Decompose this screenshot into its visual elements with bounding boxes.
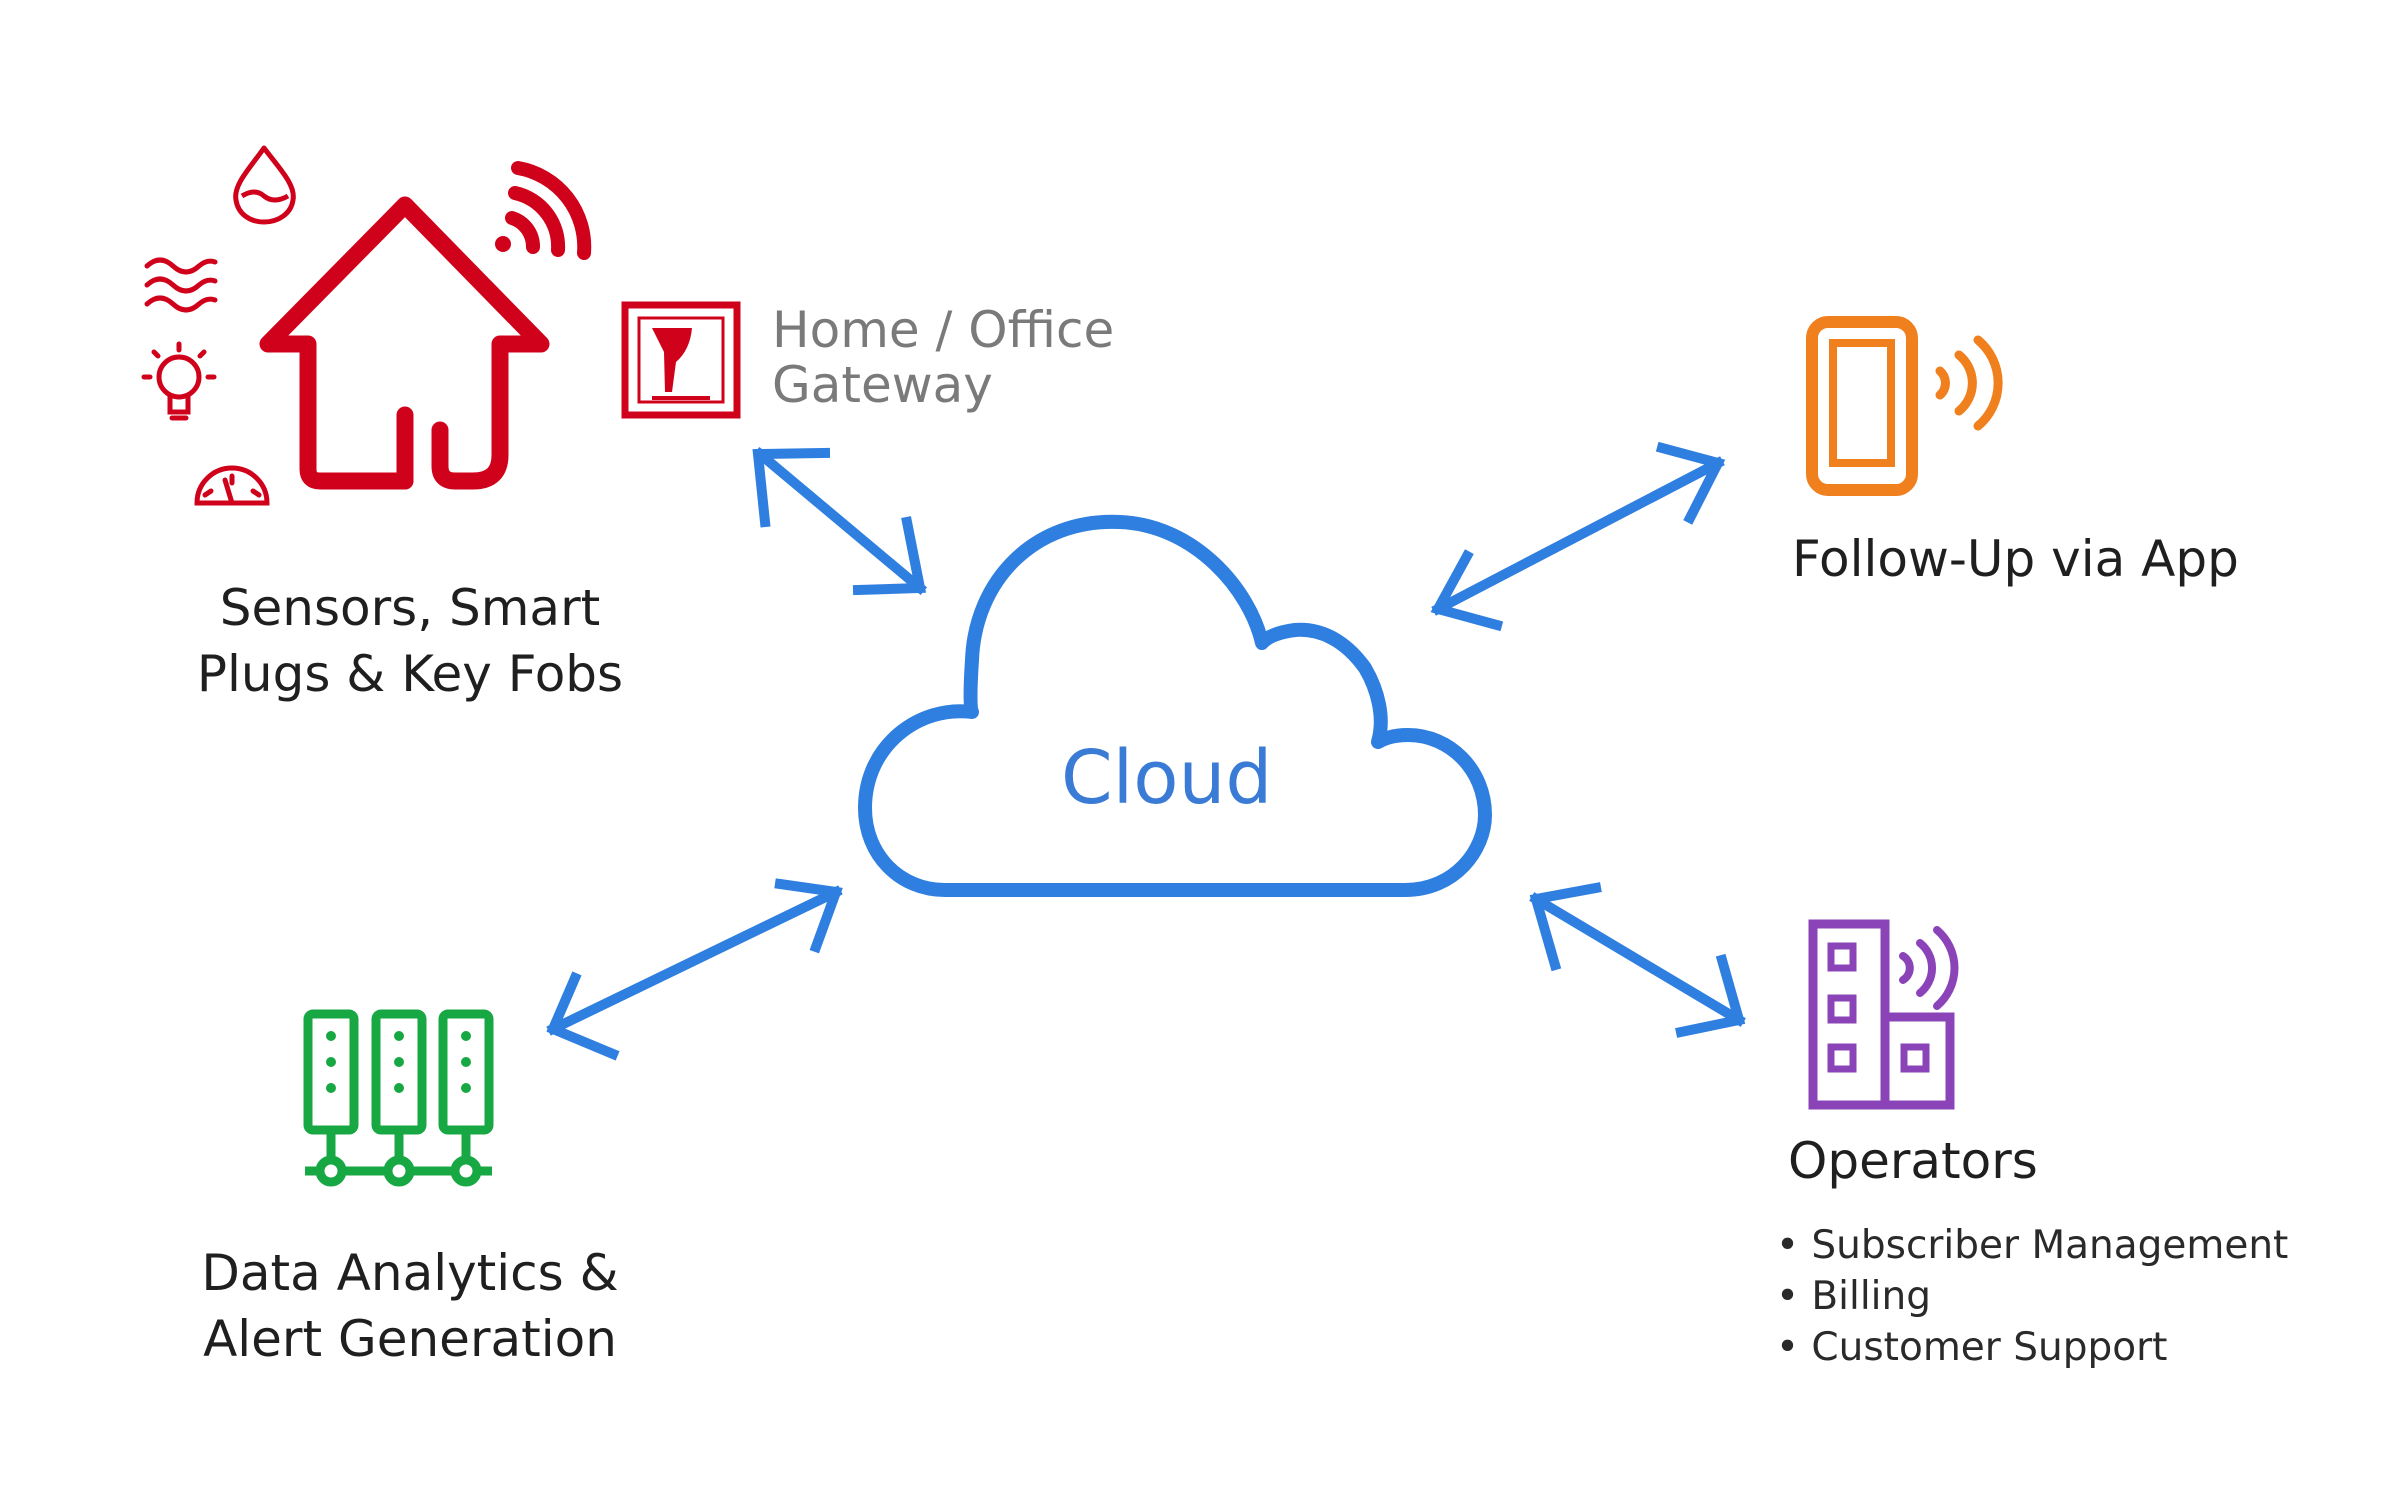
list-item: • Customer Support — [1776, 1325, 2168, 1370]
operators-title: Operators — [1788, 1132, 2038, 1190]
arrow-cloud-operators — [1529, 882, 1746, 1038]
light-bulb-icon — [141, 341, 217, 421]
gateway-device-icon — [621, 301, 741, 419]
wifi-signal-icon — [495, 161, 592, 260]
list-item: • Subscriber Management — [1776, 1223, 2289, 1268]
gateway-label-line1: Home / Office — [772, 301, 1115, 359]
arrow-cloud-app — [1430, 441, 1726, 632]
app-label: Follow-Up via App — [1792, 530, 2239, 588]
smartphone-icon — [1806, 316, 2003, 496]
water-drop-icon — [233, 145, 296, 225]
sensors-label: Sensors, Smart Plugs & Key Fobs — [160, 575, 660, 707]
server-racks-icon — [303, 1009, 494, 1187]
gauge-icon — [194, 465, 270, 506]
gateway-label-line2: Gateway — [772, 356, 993, 414]
building-icon — [1808, 919, 1959, 1110]
operators-list: • Subscriber Management • Billing • Cust… — [1776, 1220, 2288, 1373]
cloud-label: Cloud — [1061, 735, 1273, 821]
analytics-label-line2: Alert Generation — [203, 1310, 617, 1368]
sensors-label-line1: Sensors, Smart — [219, 579, 601, 637]
heat-waves-icon — [144, 257, 218, 313]
analytics-label: Data Analytics & Alert Generation — [160, 1240, 660, 1372]
arrow-gateway-cloud — [752, 446, 928, 596]
cloud-icon — [858, 514, 1492, 897]
gateway-label: Home / Office Gateway — [772, 303, 1114, 413]
arrow-analytics-cloud — [546, 878, 843, 1061]
list-item: • Billing — [1776, 1274, 1931, 1319]
analytics-label-line1: Data Analytics & — [201, 1244, 619, 1302]
sensors-label-line2: Plugs & Key Fobs — [196, 645, 624, 703]
house-icon — [259, 196, 550, 490]
